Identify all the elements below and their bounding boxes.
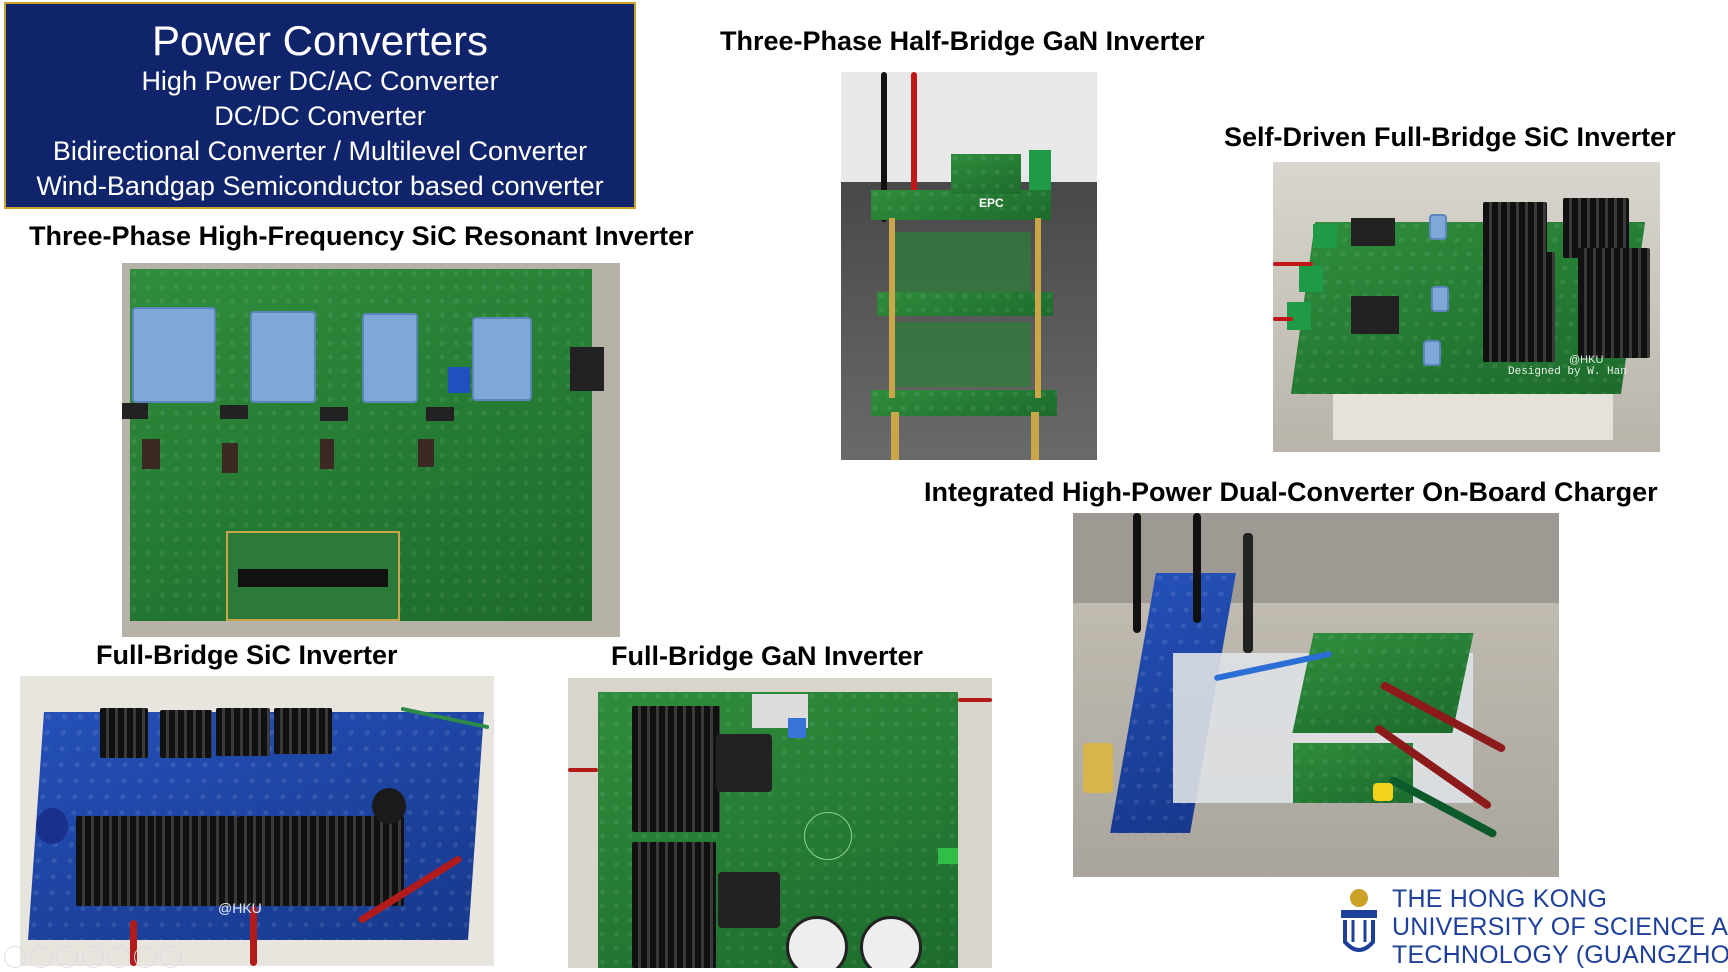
caption-self-driven-sic: Self-Driven Full-Bridge SiC Inverter — [1224, 122, 1676, 152]
university-logo-icon — [1335, 888, 1383, 960]
caption-three-phase-gan: Three-Phase Half-Bridge GaN Inverter — [720, 26, 1205, 56]
photo-resonant-sic — [122, 263, 620, 637]
caption-resonant-sic: Three-Phase High-Frequency SiC Resonant … — [29, 221, 694, 251]
presenter-control-icon[interactable] — [30, 946, 52, 968]
presenter-control-icon[interactable] — [108, 946, 130, 968]
topic-line-1: High Power DC/AC Converter — [141, 66, 499, 96]
logo-line-3: TECHNOLOGY (GUANGZHOU) — [1392, 941, 1728, 969]
caption-fb-sic: Full-Bridge SiC Inverter — [96, 640, 398, 670]
topic-line-2: DC/DC Converter — [214, 101, 426, 131]
caption-fb-gan: Full-Bridge GaN Inverter — [611, 641, 924, 671]
presenter-control-icon[interactable] — [56, 946, 78, 968]
photo-three-phase-gan: EPC — [841, 72, 1097, 460]
caption-obc: Integrated High-Power Dual-Converter On-… — [924, 477, 1658, 507]
photo-fb-sic: @HKU — [20, 676, 494, 966]
logo-line-2: UNIVERSITY OF SCIENCE AND — [1392, 913, 1728, 941]
logo-line-1: THE HONG KONG — [1392, 885, 1608, 913]
photo-self-driven-sic: Designed by W. Han @HKU — [1273, 162, 1660, 452]
presenter-control-icon[interactable] — [82, 946, 104, 968]
presenter-control-icon[interactable] — [160, 946, 182, 968]
designed-by-label: Designed by W. Han — [1508, 366, 1627, 378]
photo-fb-gan — [568, 678, 992, 968]
topic-line-4: Wind-Bandgap Semiconductor based convert… — [36, 171, 604, 201]
photo-obc — [1073, 513, 1559, 877]
topic-line-3: Bidirectional Converter / Multilevel Con… — [52, 136, 588, 166]
presenter-control-icon[interactable] — [134, 946, 156, 968]
epc-label: EPC — [979, 196, 1004, 210]
hku-label-sic: @HKU — [1569, 354, 1604, 366]
slide-title: Power Converters — [151, 17, 489, 64]
presenter-control-icon[interactable] — [4, 946, 26, 968]
title-box: Power Converters High Power DC/AC Conver… — [4, 2, 636, 209]
hku-label-fb: @HKU — [218, 900, 262, 916]
